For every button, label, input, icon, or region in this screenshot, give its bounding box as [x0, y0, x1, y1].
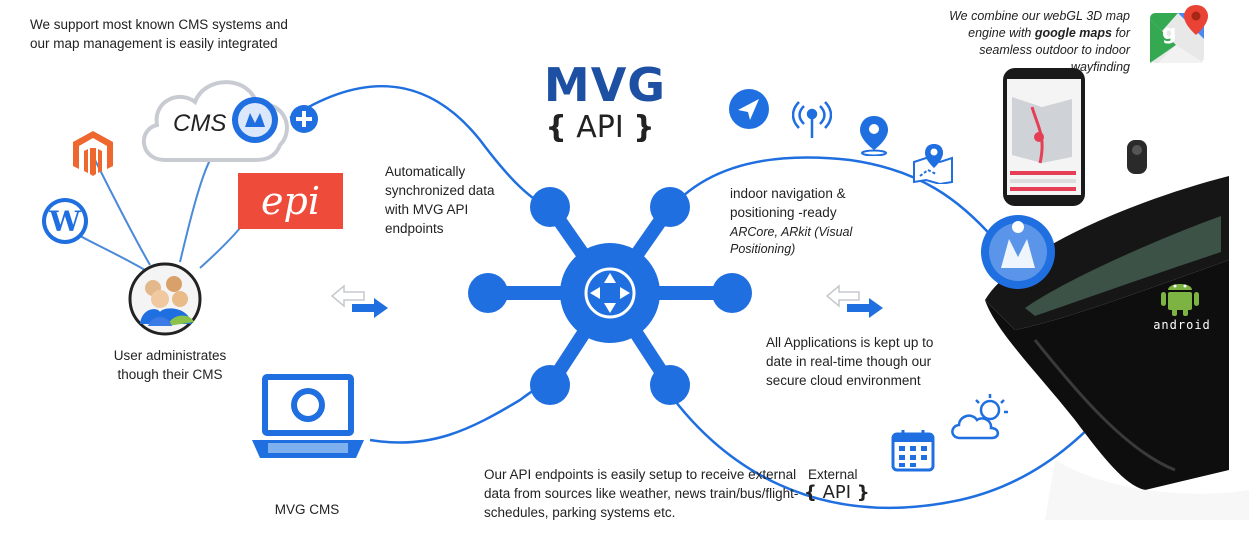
epi-logo: epi	[238, 173, 343, 229]
arcore-text: ARCore, ARkit (Visual Positioning)	[730, 225, 853, 256]
brace-open: {	[804, 482, 817, 503]
webgl-text-part1: We combine our webGL 3D map engine with	[949, 9, 1130, 40]
wordpress-icon: W	[40, 196, 90, 246]
webgl-text-bold: google maps	[1034, 26, 1112, 40]
location-pin-icon	[856, 114, 892, 157]
phone-icon	[1002, 67, 1086, 207]
webgl-text: We combine our webGL 3D map engine with …	[930, 8, 1130, 76]
svg-text:g: g	[1162, 20, 1176, 44]
magento-icon	[68, 128, 118, 178]
arrows-icon	[825, 282, 885, 322]
mvg-logo: MVG	[543, 58, 667, 112]
map-pin-icon	[910, 142, 956, 186]
external-data-text: Our API endpoints is easily setup to rec…	[484, 467, 799, 520]
users-icon	[128, 262, 202, 336]
webgl-text-part2: for seamless outdoor to indoor wayfindin…	[979, 26, 1130, 74]
weather-icon	[948, 392, 1014, 444]
api-word: API	[576, 110, 624, 145]
google-maps-icon: g	[1148, 3, 1210, 65]
arrows-icon	[330, 282, 390, 322]
mvg-api-logo: { API }	[545, 110, 655, 145]
cms-label: CMS	[173, 110, 227, 137]
android-label: android	[1153, 318, 1211, 332]
mvg-kiosk-badge-icon	[979, 213, 1057, 291]
laptop-icon	[252, 372, 364, 462]
mvg-badge-icon	[230, 95, 280, 145]
plus-icon	[289, 104, 319, 134]
kiosk-icon	[985, 140, 1249, 520]
cms-support-text: We support most known CMS systems and ou…	[30, 17, 288, 51]
user-admin-text: User administrates though their CMS	[113, 348, 227, 382]
svg-text:W: W	[48, 205, 81, 238]
calendar-icon	[890, 428, 936, 472]
android-icon	[1158, 272, 1202, 316]
api-word: API	[822, 482, 852, 503]
external-label: External	[808, 467, 858, 482]
brace-open: {	[545, 110, 567, 145]
auto-sync-text: Automatically synchronized data with MVG…	[385, 164, 495, 236]
indoor-nav-text: indoor navigation & positioning -ready	[730, 186, 846, 220]
broadcast-icon	[791, 100, 833, 140]
brace-close: }	[856, 482, 870, 503]
realtime-text: All Applications is kept up to date in r…	[766, 335, 934, 388]
external-api-logo: { API }	[804, 482, 870, 503]
navigation-arrow-icon	[728, 88, 770, 130]
mvg-cms-label: MVG CMS	[274, 502, 340, 517]
api-hub-icon	[465, 185, 755, 415]
brace-close: }	[633, 110, 655, 145]
